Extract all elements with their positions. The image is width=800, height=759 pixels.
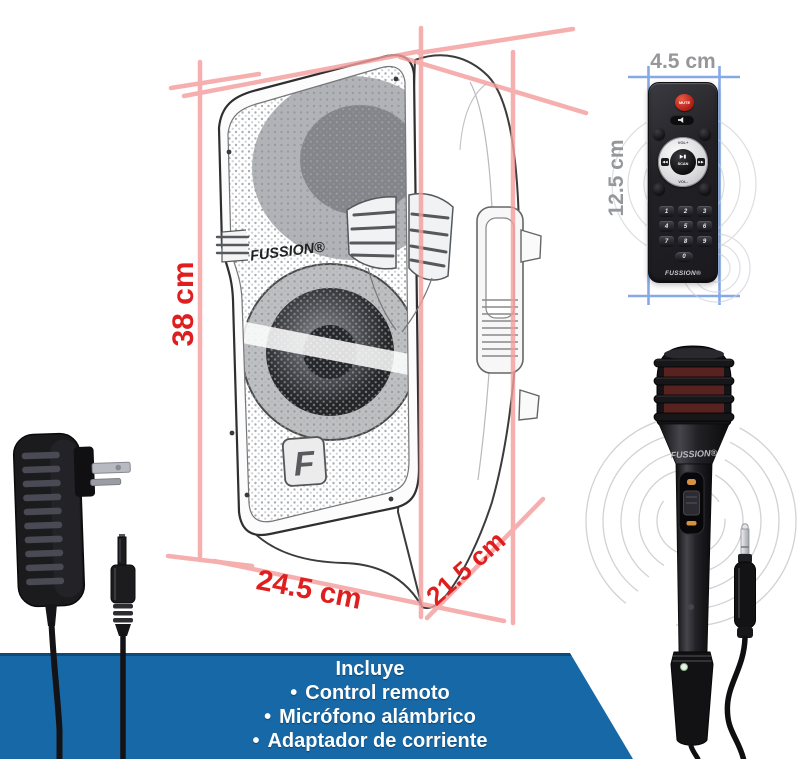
remote-button-bottom-left (653, 183, 665, 195)
volume-dial: VOL+ VOL- ◀◀ ▶▶ ▶▮ SCAN (658, 137, 708, 187)
banner-item-microphone: •Micrófono alámbrico (264, 706, 476, 728)
jack-plug (724, 523, 756, 759)
digit-button: 4 (659, 221, 674, 232)
remote-brand-logo: FUSSION® (664, 270, 702, 277)
remote-button-bottom-right (699, 183, 711, 195)
plug-prong (91, 461, 131, 474)
jack-cable (724, 635, 748, 759)
screws (226, 76, 399, 502)
side-vents (215, 229, 250, 263)
mic-switch (678, 471, 705, 535)
mic-led (680, 663, 688, 671)
includes-banner-text: Incluye •Control remoto •Micrófono alámb… (140, 657, 600, 753)
glare-band (228, 318, 409, 377)
speaker-grille (228, 66, 409, 522)
remote-width-label: 4.5 cm (650, 50, 716, 73)
digit-button: 8 (678, 236, 693, 247)
vol-up-label: VOL+ (677, 140, 689, 145)
remote-control: MUTE VOL+ VOL- ◀◀ ▶▶ ▶▮ SCAN 1 2 3 4 5 6… (648, 82, 718, 283)
zero-button: 0 (675, 252, 693, 262)
dc-plug (110, 534, 136, 759)
remote-button-top-right (699, 128, 711, 140)
speaker-emblem: F (281, 436, 327, 487)
speaker-dimension-lines (165, 25, 589, 626)
adapter-cable (48, 621, 63, 759)
digit-button: 5 (678, 221, 693, 232)
scan-label: SCAN (677, 162, 689, 166)
vol-down-label: VOL- (678, 179, 688, 184)
play-scan-button: ▶▮ SCAN (670, 149, 696, 175)
banner-item-adapter: •Adaptador de corriente (252, 730, 488, 752)
digit-button: 6 (697, 221, 712, 232)
digit-button: 2 (678, 206, 693, 217)
speaker-icon (678, 117, 684, 123)
mic-cable (688, 743, 701, 759)
prev-icon: ◀◀ (661, 158, 669, 166)
digit-button: 1 (659, 206, 674, 217)
banner-title: Incluye (335, 658, 405, 680)
bullet-icon: • (252, 730, 260, 752)
includes-banner (0, 653, 633, 759)
banner-item-remote: •Control remoto (290, 682, 450, 704)
mic-head-fins (653, 358, 735, 422)
mic-brand-logo: FUSSION® (670, 448, 717, 460)
play-pause-icon: ▶▮ (679, 154, 687, 160)
speaker-line-drawing: FUSSION® F (215, 54, 542, 610)
bullet-icon: • (290, 682, 298, 704)
plug-prong (90, 478, 122, 486)
bullet-icon: • (264, 706, 272, 728)
next-icon: ▶▶ (697, 158, 705, 166)
speaker-button (670, 115, 694, 125)
remote-button-top-left (653, 128, 665, 140)
digit-button: 3 (697, 206, 712, 217)
speaker-height-label: 38 cm (167, 261, 200, 347)
remote-height-label: 12.5 cm (605, 139, 628, 217)
power-adapter (12, 432, 136, 759)
mute-button: MUTE (675, 94, 694, 111)
microphone: FUSSION® (653, 345, 756, 759)
digit-button: 9 (697, 236, 712, 247)
digit-button: 7 (659, 236, 674, 247)
svg-text:F: F (292, 444, 317, 483)
